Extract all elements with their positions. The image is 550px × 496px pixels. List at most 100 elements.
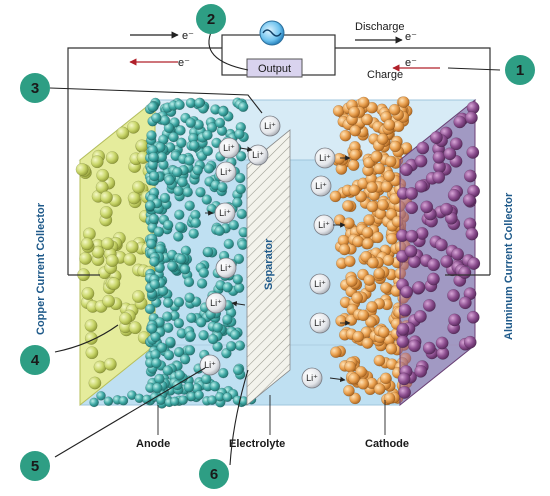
aluminum-particle: [399, 163, 413, 177]
anode-particle: [149, 279, 161, 290]
cathode-particle: [333, 152, 346, 165]
anode-particle: [221, 348, 232, 359]
lithium-ion-label: Li⁺: [210, 298, 222, 308]
cathode-particle: [366, 101, 378, 114]
anode-particle: [194, 97, 205, 109]
cathode-particle: [349, 148, 362, 161]
collector-particle: [81, 287, 95, 300]
anode-particle: [176, 137, 187, 149]
lithium-ion-label: Li⁺: [219, 208, 231, 218]
lithium-ion-label: Li⁺: [314, 279, 326, 289]
aluminum-particle: [463, 169, 477, 183]
callout-number: 5: [31, 458, 39, 475]
anode-particle: [162, 365, 173, 376]
aluminum-particle: [443, 147, 457, 161]
anode-particle: [235, 183, 247, 195]
collector-particle: [90, 155, 104, 169]
callout-number: 4: [31, 352, 40, 369]
electron-label-charge-left: e⁻: [178, 57, 190, 69]
anode-particle: [146, 238, 157, 250]
anode-particle: [232, 364, 244, 376]
cathode-label: Cathode: [365, 438, 409, 450]
collector-particle: [101, 237, 115, 251]
anode-particle: [175, 125, 186, 136]
collector-particle: [102, 294, 116, 308]
callout-number: 6: [210, 466, 218, 483]
cathode-particle: [371, 231, 384, 244]
lithium-ion-circle: [199, 354, 221, 376]
cathode-particle: [379, 372, 392, 385]
collector-particle: [84, 319, 98, 332]
anode-particle: [144, 303, 156, 315]
anode-particle: [154, 373, 165, 385]
anode-particle: [234, 172, 246, 184]
anode-particle: [148, 151, 159, 163]
collector-particle: [100, 190, 113, 204]
cathode-particle: [361, 337, 374, 349]
anode-particle: [151, 112, 162, 124]
lithium-ion-circle: [301, 367, 323, 389]
aluminum-particle: [398, 303, 412, 317]
callout-circle: [199, 459, 229, 489]
callout-circle: [20, 451, 50, 481]
aluminum-particle: [405, 201, 419, 215]
callout-leaders: [49, 29, 501, 466]
aluminum-particle: [451, 247, 464, 261]
bottom-label-leaders: [157, 395, 386, 435]
aluminum-particle: [396, 335, 410, 348]
anode-particle: [163, 322, 174, 333]
lithium-ion-circle: [215, 257, 237, 279]
aluminum-particle: [432, 170, 446, 184]
anode-particle: [179, 264, 191, 275]
aluminum-collector-label: Aluminum Current Collector: [503, 192, 515, 340]
anode-particle: [217, 181, 228, 193]
aluminum-particle: [462, 193, 476, 207]
callout-2: 2: [196, 4, 226, 34]
cathode-particle: [335, 315, 347, 327]
anode-particle: [162, 297, 174, 308]
aluminum-particle: [412, 281, 426, 294]
aluminum-particle: [420, 200, 434, 214]
anode-particle: [167, 260, 178, 272]
cathode-particle: [366, 181, 378, 194]
anode-particle: [168, 131, 179, 143]
collector-particle: [105, 254, 119, 268]
cathode-particle: [339, 129, 352, 142]
cathode-particle: [377, 326, 390, 338]
anode-particle: [173, 346, 185, 358]
anode-particle: [222, 314, 233, 325]
aluminum-particle: [447, 188, 461, 202]
aluminum-particle: [396, 322, 410, 336]
anode-particle: [96, 390, 106, 401]
anode-particle: [234, 128, 245, 140]
anode-particle: [229, 329, 241, 340]
anode-particle: [149, 256, 160, 267]
cathode-particle: [385, 208, 398, 221]
anode-particle: [159, 192, 171, 204]
callout-4: 4: [20, 345, 50, 375]
cathode-particle: [361, 226, 374, 239]
cathode-particle: [348, 372, 360, 385]
anode-particle: [195, 186, 206, 198]
aluminum-particle: [463, 335, 477, 349]
cathode-particle: [348, 106, 361, 118]
aluminum-particle: [416, 141, 430, 155]
anode-particle: [156, 342, 168, 353]
callout-circle: [196, 4, 226, 34]
lithium-ion-circle: [218, 137, 240, 159]
cathode-particle: [357, 377, 370, 390]
aluminum-particle: [405, 229, 419, 243]
cathode-particle: [351, 292, 364, 304]
anode-particle: [184, 200, 195, 211]
lithium-ion-label: Li⁺: [319, 153, 331, 163]
cathode-particle: [348, 184, 361, 197]
ion-motion-arrow: [231, 301, 246, 307]
anode-particle: [174, 209, 185, 220]
anode-particle: [232, 197, 243, 208]
collector-particle: [80, 237, 94, 251]
cathode-particle: [384, 155, 397, 168]
anode-particle: [163, 350, 175, 361]
aluminum-particle: [422, 341, 436, 355]
